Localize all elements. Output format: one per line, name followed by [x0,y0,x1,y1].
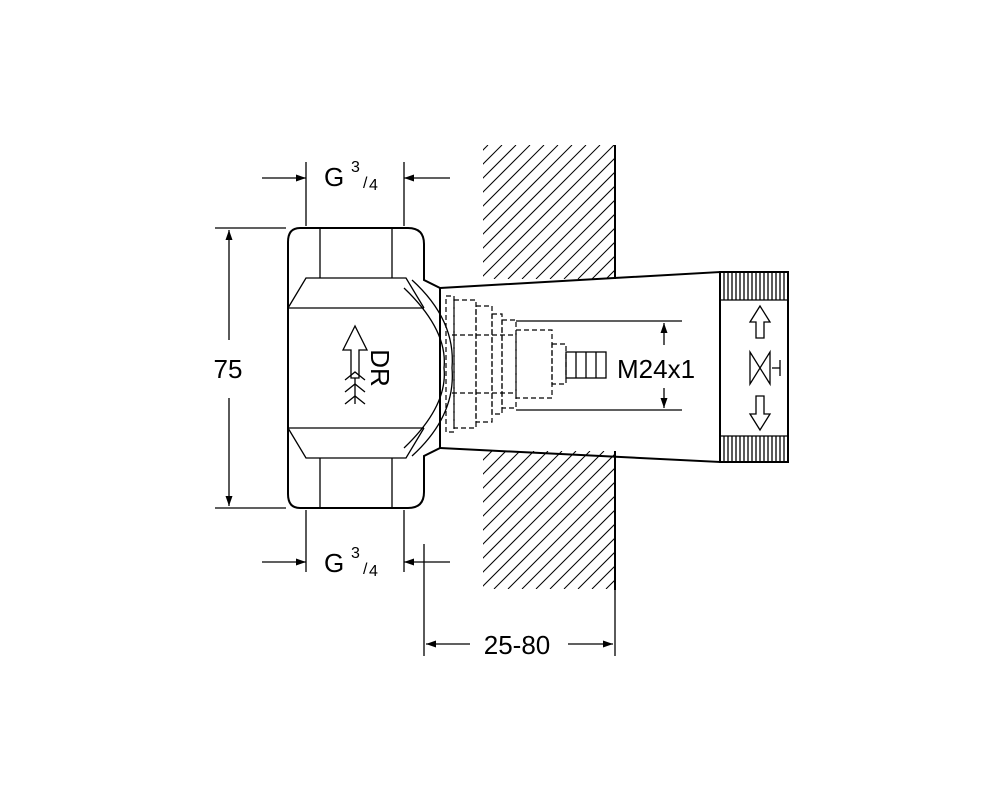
hatch-line [605,579,615,589]
wall-section [340,145,786,590]
hatch-line [507,171,615,279]
top-thread-numerator: 3 [351,159,360,176]
hatch-line [483,145,517,179]
down-arrow-icon [748,395,772,432]
flow-direction-arrow-icon [341,324,369,405]
hatch-line [563,227,615,279]
body-label-dr: DR [365,349,395,387]
dimension-top-thread: G 3 / 4 [262,159,450,226]
hatch-line [591,255,615,279]
hatch-line [483,453,615,587]
hatch-line [549,213,615,279]
hatch-line [493,157,615,279]
hatch-line [549,523,615,589]
hatch-line [483,451,577,545]
hatch-line [605,269,615,279]
hatch-line [483,145,559,221]
hatch-line [483,451,591,559]
hatch-line [483,145,587,249]
hatch-line [577,241,615,279]
cap-nut [719,271,789,463]
hatch-line [340,145,474,279]
hatch-line [634,145,768,279]
hatch-line [483,145,503,165]
spindle-thread-value: M24x1 [617,354,695,384]
hatch-line [507,481,615,589]
hatch-line [483,145,601,263]
dimension-wall-range: 25-80 [423,544,616,660]
hatch-line [483,145,573,235]
hatch-line [535,199,615,279]
hatch-line [577,551,615,589]
hatch-line [493,467,615,589]
hatch-line [648,145,782,279]
hatch-line [634,451,772,589]
hatch-line [535,509,615,589]
hatch-line [521,185,615,279]
hatch-line [483,145,615,277]
height-value: 75 [214,354,243,384]
dimension-spindle-thread: M24x1 [617,323,695,408]
up-arrow-icon [748,304,772,339]
hatch-line [620,145,754,279]
hatch-line [483,451,521,489]
dimension-bottom-thread: G 3 / 4 [262,510,450,580]
wall-range-value: 25-80 [484,630,551,660]
hatch-line [648,451,786,589]
hatch-line [521,495,615,589]
valve-symbol-icon [749,349,781,387]
hatch-line [483,451,535,503]
valve-body [287,227,453,509]
hatch-line [483,451,549,517]
bottom-thread-slash: / [363,561,368,578]
hatch-line [483,451,507,475]
hatch-line [483,145,545,207]
dimension-height: 75 [214,227,286,509]
bottom-thread-numerator: 3 [351,545,360,562]
top-thread-denominator: 4 [369,177,378,194]
hatch-line [483,451,605,573]
hatch-line [591,565,615,589]
hatch-line [483,451,563,531]
bottom-thread-denominator: 4 [369,563,378,580]
hatch-line [620,451,758,589]
top-thread-prefix: G [324,162,344,192]
hatch-line [340,451,478,589]
bottom-thread-prefix: G [324,548,344,578]
hatch-line [563,537,615,589]
hatch-line [483,145,531,193]
hatch-line [483,145,489,151]
top-thread-slash: / [363,175,368,192]
